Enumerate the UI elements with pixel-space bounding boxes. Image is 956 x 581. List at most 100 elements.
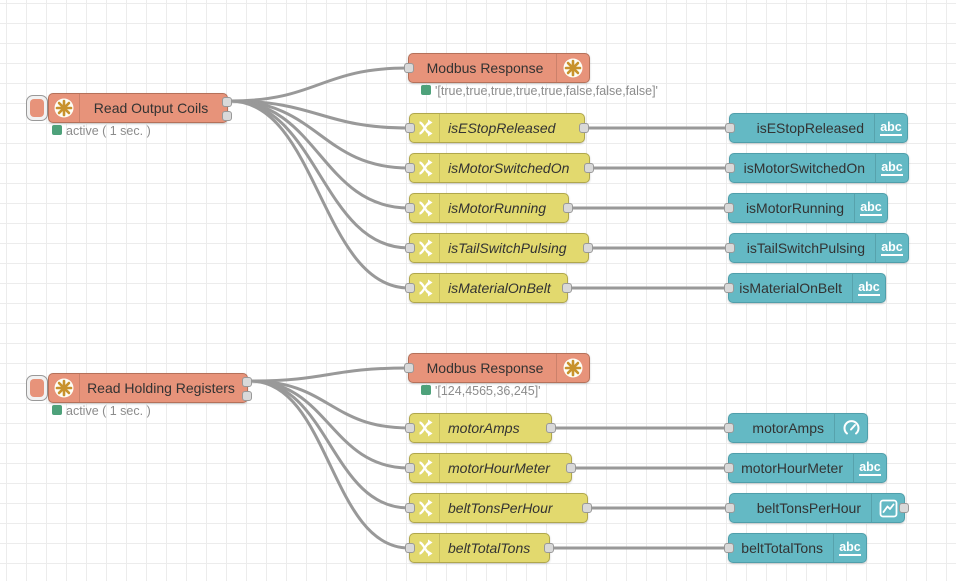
output-port[interactable] bbox=[562, 283, 572, 293]
shuffle-icon bbox=[410, 414, 440, 442]
node-label: motorAmps bbox=[448, 420, 520, 436]
node-change-isMotorSwitchedOn[interactable]: isMotorSwitchedOn bbox=[405, 153, 594, 183]
status-text: active ( 1 sec. ) bbox=[66, 124, 151, 138]
output-port[interactable] bbox=[566, 463, 576, 473]
abc-text-icon: abc bbox=[874, 114, 907, 142]
input-port[interactable] bbox=[405, 503, 415, 513]
modbus-asterisk-icon bbox=[49, 94, 80, 122]
input-port[interactable] bbox=[404, 63, 414, 73]
output-port[interactable] bbox=[222, 97, 232, 107]
node-label: motorHourMeter bbox=[741, 460, 843, 476]
input-port[interactable] bbox=[724, 423, 734, 433]
input-port[interactable] bbox=[725, 243, 735, 253]
shuffle-icon bbox=[410, 154, 440, 182]
output-port[interactable] bbox=[579, 123, 589, 133]
input-port[interactable] bbox=[405, 423, 415, 433]
node-label: motorAmps bbox=[752, 420, 824, 436]
abc-text-icon: abc bbox=[875, 154, 908, 182]
status-dot bbox=[421, 385, 431, 395]
input-port[interactable] bbox=[724, 203, 734, 213]
input-port[interactable] bbox=[404, 363, 414, 373]
wire[interactable] bbox=[248, 379, 411, 430]
node-modbus-response[interactable]: Modbus Response bbox=[404, 353, 590, 383]
node-label: beltTotalTons bbox=[448, 540, 531, 556]
input-port[interactable] bbox=[405, 203, 415, 213]
node-ui-text-isMotorRunning[interactable]: isMotorRunning abc bbox=[724, 193, 888, 223]
output-port[interactable] bbox=[242, 391, 252, 401]
node-read-holding-registers[interactable]: Read Holding Registers bbox=[48, 373, 252, 403]
output-port[interactable] bbox=[546, 423, 556, 433]
input-port[interactable] bbox=[724, 283, 734, 293]
inject-button[interactable] bbox=[26, 95, 48, 121]
modbus-asterisk-icon bbox=[556, 354, 589, 382]
wire[interactable] bbox=[248, 379, 411, 550]
node-label: beltTonsPerHour bbox=[756, 500, 861, 516]
output-port[interactable] bbox=[222, 111, 232, 121]
wire[interactable] bbox=[248, 379, 411, 510]
node-label: isTailSwitchPulsing bbox=[746, 240, 865, 256]
node-ui-text-isMaterialOnBelt[interactable]: isMaterialOnBelt abc bbox=[724, 273, 886, 303]
node-label: Read Output Coils bbox=[93, 100, 209, 116]
wire[interactable] bbox=[228, 99, 411, 130]
status-text: active ( 1 sec. ) bbox=[66, 404, 151, 418]
node-change-isEStopReleased[interactable]: isEStopReleased bbox=[405, 113, 589, 143]
inject-button[interactable] bbox=[26, 375, 48, 401]
input-port[interactable] bbox=[724, 543, 734, 553]
wire[interactable] bbox=[228, 66, 410, 103]
output-port[interactable] bbox=[544, 543, 554, 553]
abc-text-icon: abc bbox=[875, 234, 908, 262]
abc-text-icon: abc bbox=[852, 274, 885, 302]
status-text: '[true,true,true,true,true,false,false,f… bbox=[435, 84, 658, 98]
input-port[interactable] bbox=[405, 543, 415, 553]
status-dot bbox=[52, 405, 62, 415]
node-ui-gauge-motorAmps[interactable]: motorAmps bbox=[724, 413, 868, 443]
input-port[interactable] bbox=[725, 503, 735, 513]
shuffle-icon bbox=[410, 454, 440, 482]
input-port[interactable] bbox=[405, 123, 415, 133]
shuffle-icon bbox=[410, 114, 440, 142]
node-label: isTailSwitchPulsing bbox=[448, 240, 567, 256]
node-ui-text-isMotorSwitchedOn[interactable]: isMotorSwitchedOn abc bbox=[725, 153, 909, 183]
node-ui-text-isEStopReleased[interactable]: isEStopReleased abc bbox=[725, 113, 908, 143]
node-change-beltTonsPerHour[interactable]: beltTonsPerHour bbox=[405, 493, 592, 523]
node-ui-text-beltTotalTons[interactable]: beltTotalTons abc bbox=[724, 533, 867, 563]
input-port[interactable] bbox=[724, 463, 734, 473]
wire[interactable] bbox=[228, 99, 411, 210]
input-port[interactable] bbox=[725, 163, 735, 173]
wire[interactable] bbox=[248, 379, 411, 470]
wire[interactable] bbox=[228, 99, 411, 290]
node-label: isMaterialOnBelt bbox=[739, 280, 842, 296]
input-port[interactable] bbox=[405, 163, 415, 173]
output-port[interactable] bbox=[899, 503, 909, 513]
input-port[interactable] bbox=[405, 463, 415, 473]
node-read-output-coils[interactable]: Read Output Coils bbox=[48, 93, 232, 123]
node-change-beltTotalTons[interactable]: beltTotalTons bbox=[405, 533, 554, 563]
shuffle-icon bbox=[410, 274, 440, 302]
node-modbus-response[interactable]: Modbus Response bbox=[404, 53, 590, 83]
wire[interactable] bbox=[228, 99, 411, 170]
node-label: isMotorRunning bbox=[448, 200, 547, 216]
output-port[interactable] bbox=[242, 377, 252, 387]
shuffle-icon bbox=[410, 234, 440, 262]
node-ui-chart-beltTonsPerHour[interactable]: beltTonsPerHour bbox=[725, 493, 909, 523]
output-port[interactable] bbox=[583, 243, 593, 253]
node-ui-text-motorHourMeter[interactable]: motorHourMeter abc bbox=[724, 453, 887, 483]
shuffle-icon bbox=[410, 194, 440, 222]
wire[interactable] bbox=[248, 366, 410, 383]
wire[interactable] bbox=[228, 99, 411, 250]
node-change-motorAmps[interactable]: motorAmps bbox=[405, 413, 556, 443]
input-port[interactable] bbox=[725, 123, 735, 133]
output-port[interactable] bbox=[584, 163, 594, 173]
node-change-isTailSwitchPulsing[interactable]: isTailSwitchPulsing bbox=[405, 233, 593, 263]
node-ui-text-isTailSwitchPulsing[interactable]: isTailSwitchPulsing abc bbox=[725, 233, 909, 263]
input-port[interactable] bbox=[405, 243, 415, 253]
input-port[interactable] bbox=[405, 283, 415, 293]
node-change-isMaterialOnBelt[interactable]: isMaterialOnBelt bbox=[405, 273, 572, 303]
node-label: isMaterialOnBelt bbox=[448, 280, 551, 296]
output-port[interactable] bbox=[563, 203, 573, 213]
output-port[interactable] bbox=[582, 503, 592, 513]
node-change-motorHourMeter[interactable]: motorHourMeter bbox=[405, 453, 576, 483]
node-change-isMotorRunning[interactable]: isMotorRunning bbox=[405, 193, 573, 223]
